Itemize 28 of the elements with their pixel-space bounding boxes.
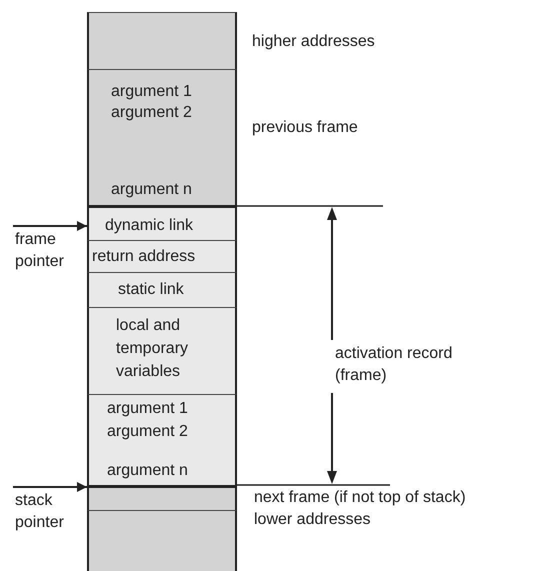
- memory-cell: [87, 394, 237, 486]
- cell-text: argument n: [111, 180, 192, 199]
- memory-cell: [87, 307, 237, 395]
- pointer-arrow: [13, 221, 87, 231]
- cell-text: dynamic link: [105, 216, 194, 235]
- cell-text: return address: [92, 247, 196, 266]
- pointer-label: stack pointer: [15, 491, 65, 533]
- cell-text: argument 2: [107, 422, 188, 441]
- annotation-text: previous frame: [252, 118, 358, 138]
- annotation-text: higher addresses: [252, 32, 375, 52]
- cell-text: local and temporary variables: [116, 316, 190, 382]
- memory-cell: [87, 485, 237, 512]
- annotation-text: lower addresses: [254, 510, 370, 530]
- memory-cell: [87, 510, 237, 571]
- cell-text: argument n: [107, 461, 188, 480]
- cell-text: static link: [118, 280, 184, 299]
- pointer-label: frame pointer: [15, 230, 65, 272]
- memory-cell: [87, 240, 237, 273]
- annotation-text: next frame (if not top of stack): [254, 488, 466, 508]
- memory-cell: [87, 272, 237, 308]
- memory-cell: [87, 205, 237, 241]
- cell-text: argument 1: [111, 82, 192, 101]
- annotation-text: activation record (frame): [335, 344, 454, 386]
- memory-cell: [87, 69, 237, 206]
- memory-cell: [87, 12, 237, 70]
- cell-text: argument 1: [107, 399, 188, 418]
- cell-text: argument 2: [111, 103, 192, 122]
- pointer-arrow: [13, 482, 87, 492]
